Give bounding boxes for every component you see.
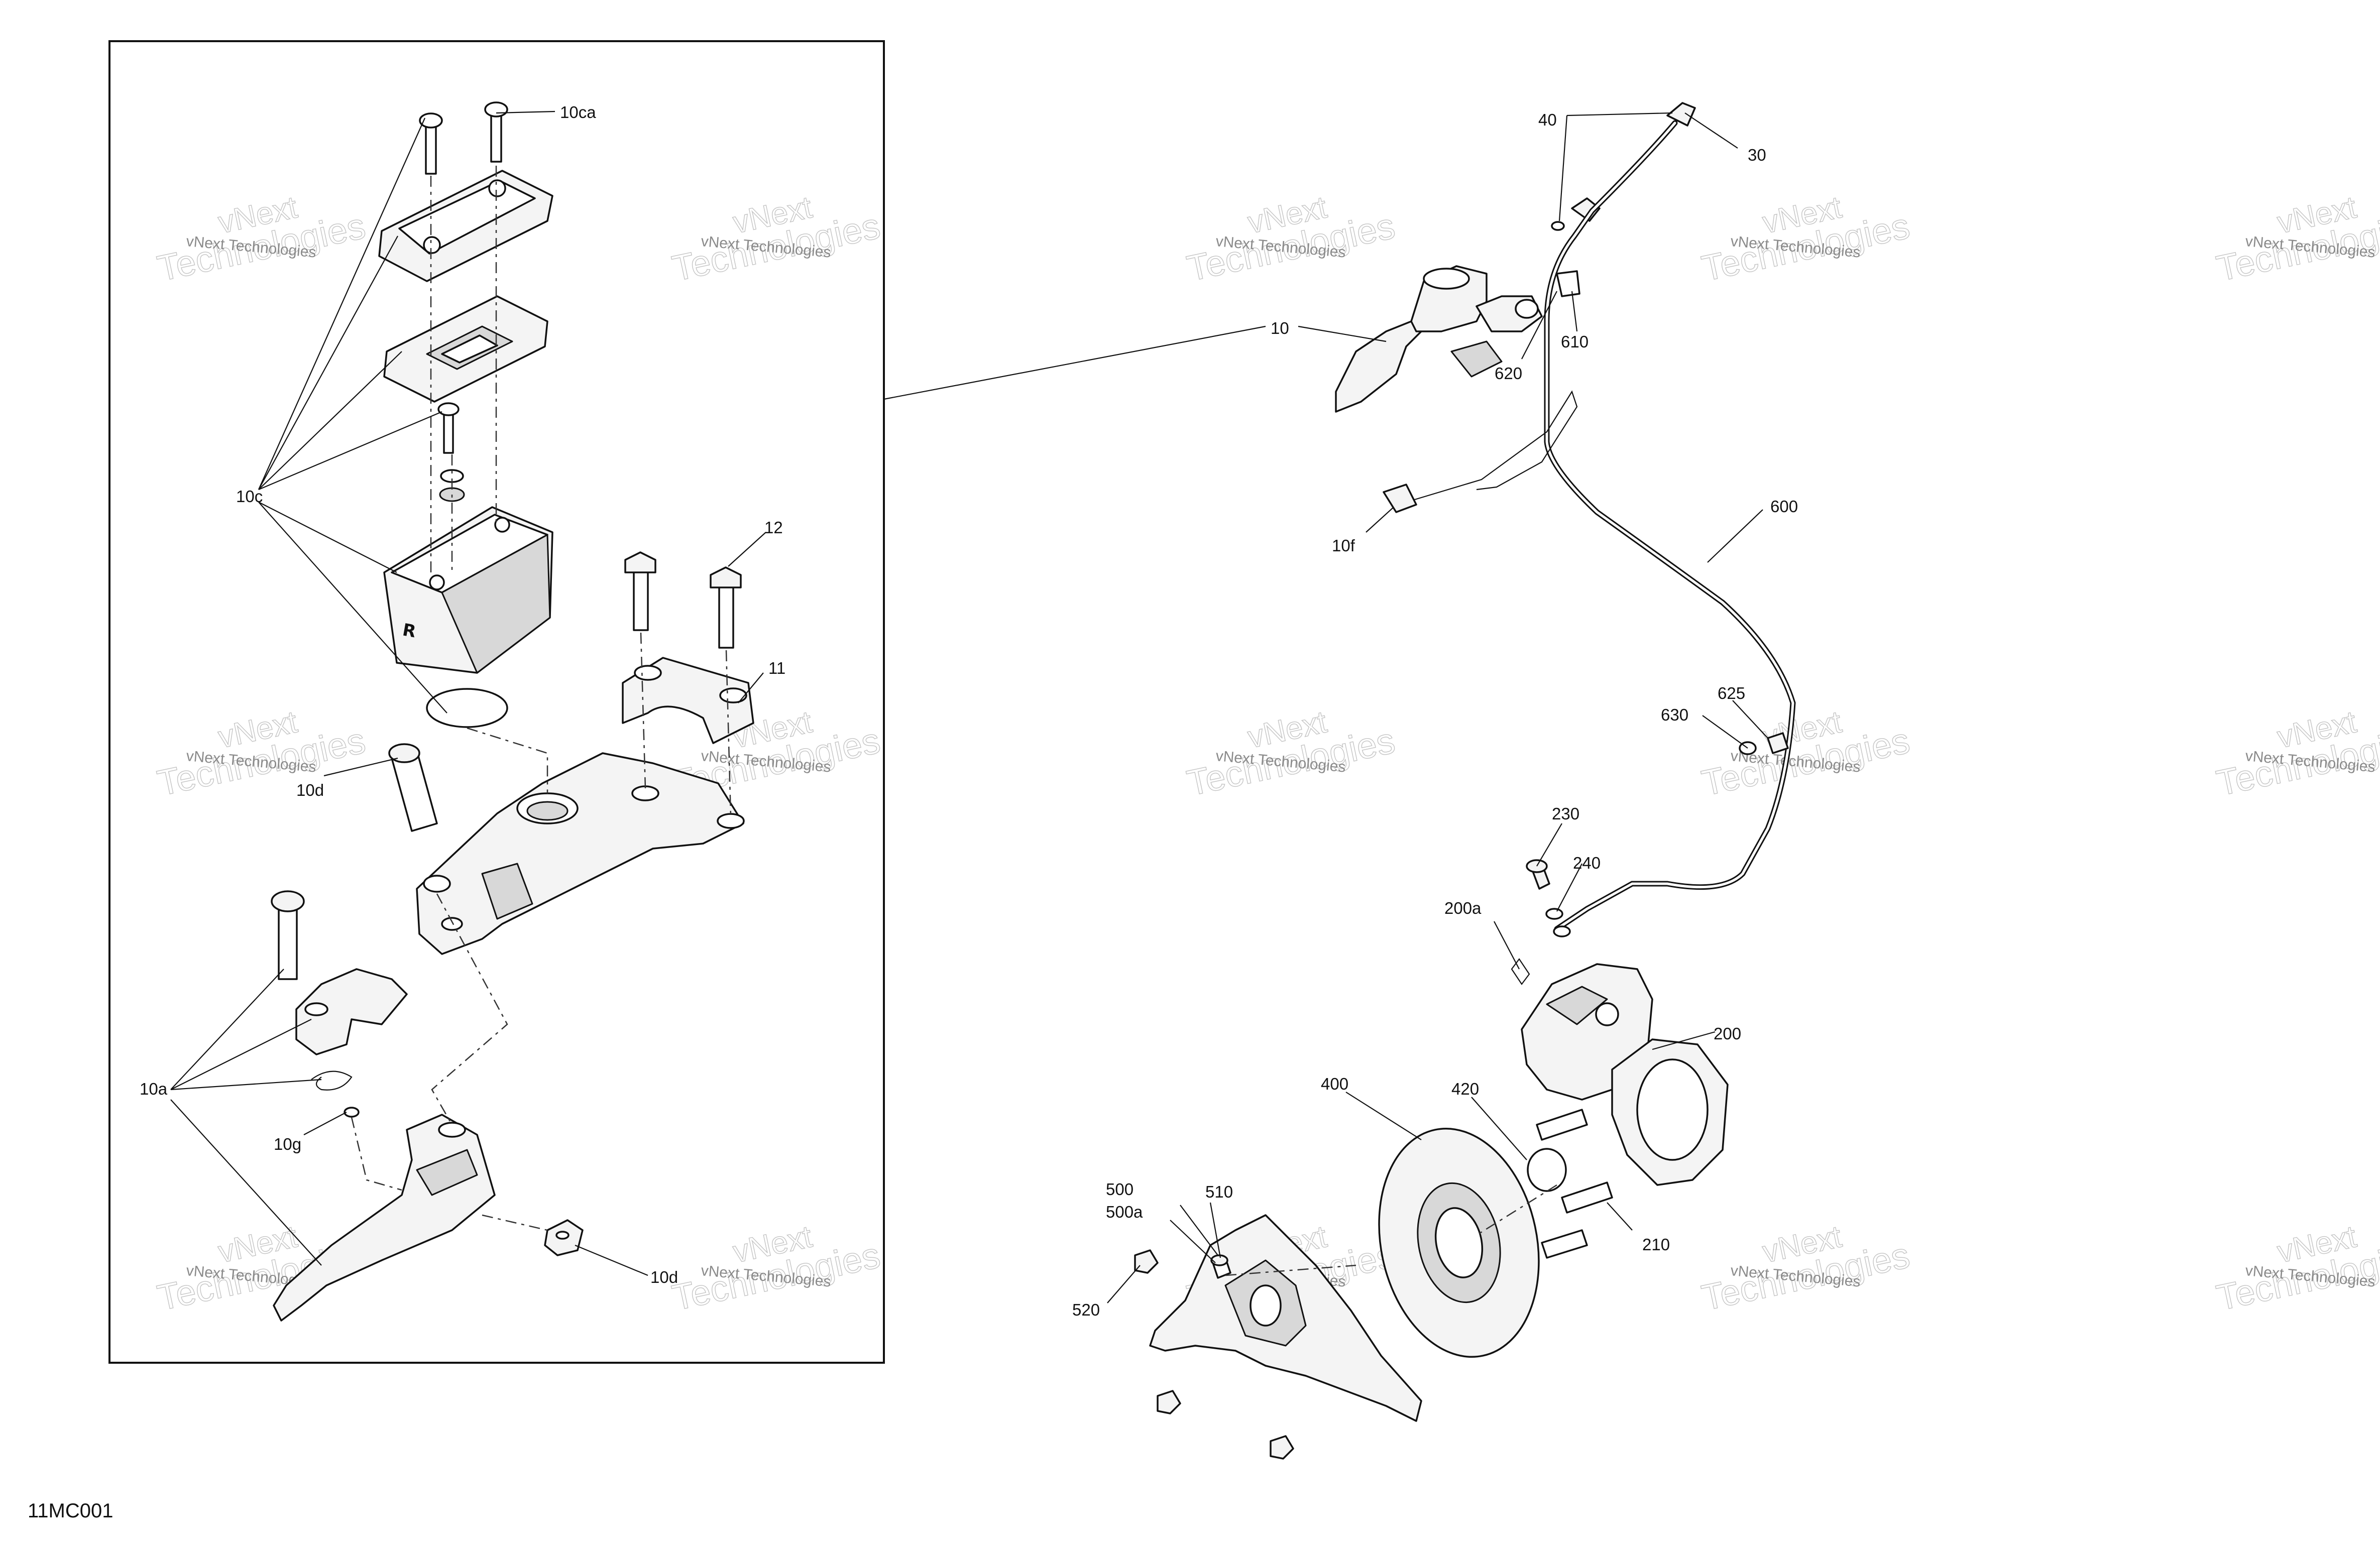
callout-420: 420 bbox=[1451, 1080, 1479, 1098]
part-brake-caliper bbox=[1521, 963, 1729, 1186]
callout-40: 40 bbox=[1538, 110, 1557, 129]
callout-625: 625 bbox=[1718, 684, 1745, 702]
watermark: vNext Technologies vNext Technologies bbox=[1183, 190, 1399, 290]
watermark: vNext Technologies vNext Technologies bbox=[668, 1219, 884, 1319]
part-switch-wire bbox=[1383, 390, 1578, 513]
part-handlebar-clamp bbox=[622, 657, 754, 744]
callout-620: 620 bbox=[1495, 364, 1522, 383]
detail-frame-leader bbox=[883, 325, 1266, 400]
callout-230: 230 bbox=[1552, 804, 1579, 823]
callout-500a: 500a bbox=[1106, 1203, 1143, 1221]
callout-400: 400 bbox=[1321, 1075, 1348, 1093]
part-master-cylinder-assembly bbox=[1335, 265, 1543, 413]
right-leaders bbox=[1107, 112, 1768, 1303]
watermark: vNext Technologies vNext Technologies bbox=[2213, 704, 2380, 804]
watermark: vNext Technologies vNext Technologies bbox=[1698, 1219, 1913, 1319]
callout-11: 11 bbox=[768, 659, 785, 677]
callout-10a: 10a bbox=[140, 1080, 168, 1098]
part-guard-screw bbox=[1210, 1254, 1231, 1279]
watermark: vNext Technologies vNext Technologies bbox=[154, 190, 369, 290]
part-reservoir-cover bbox=[378, 170, 553, 282]
callout-labels: 10ca 10c 12 11 10d 10a 10g 10d 40 30 10 … bbox=[140, 103, 1798, 1319]
detail-frame bbox=[108, 40, 885, 1364]
part-brake-hose bbox=[1544, 120, 1796, 932]
callout-10d-pivot: 10d bbox=[296, 781, 324, 799]
part-reservoir-screw bbox=[437, 402, 465, 502]
callout-200a: 200a bbox=[1444, 899, 1482, 917]
alignment-lines-right bbox=[1225, 1184, 1557, 1276]
callout-520: 520 bbox=[1072, 1300, 1100, 1319]
callout-30: 30 bbox=[1748, 146, 1766, 164]
diagram-code: 11MC001 bbox=[28, 1500, 113, 1522]
callout-210: 210 bbox=[1642, 1235, 1670, 1254]
part-pad-pin-clip bbox=[1511, 958, 1530, 985]
detail-leaders bbox=[170, 110, 766, 1276]
watermark: vNext Technologies vNext Technologies bbox=[2213, 1219, 2380, 1319]
callout-10: 10 bbox=[1271, 319, 1289, 337]
watermark: vNext Technologies vNext Technologies bbox=[1698, 190, 1913, 290]
callout-10c: 10c bbox=[236, 487, 263, 506]
watermark: vNext Technologies vNext Technologies bbox=[668, 190, 884, 290]
part-clamp-bolts bbox=[624, 551, 742, 649]
callout-10ca: 10ca bbox=[560, 103, 596, 122]
part-disc-o-ring bbox=[1527, 1148, 1567, 1192]
alignment-lines bbox=[351, 166, 732, 1231]
part-cover-screws bbox=[419, 101, 508, 175]
part-pivot-bolt bbox=[388, 743, 438, 832]
part-brake-disc bbox=[1378, 1127, 1540, 1358]
callout-240: 240 bbox=[1573, 854, 1601, 872]
callout-510: 510 bbox=[1205, 1182, 1233, 1201]
part-diaphragm bbox=[383, 295, 548, 403]
part-reservoir-o-ring bbox=[426, 688, 508, 728]
part-caliper-bolts bbox=[1536, 1109, 1613, 1259]
watermark: vNext Technologies vNext Technologies bbox=[1698, 704, 1913, 804]
callout-600: 600 bbox=[1770, 497, 1798, 516]
callout-10d-nut: 10d bbox=[650, 1268, 678, 1286]
part-lever-hardware bbox=[271, 890, 408, 1091]
part-banjo-fittings bbox=[1551, 102, 1696, 297]
watermark: vNext Technologies vNext Technologies bbox=[2213, 190, 2380, 290]
callout-200: 200 bbox=[1714, 1024, 1741, 1043]
part-lever-pin bbox=[344, 1107, 360, 1118]
callout-630: 630 bbox=[1661, 705, 1688, 724]
watermark: vNext Technologies vNext Technologies bbox=[1183, 704, 1399, 804]
callout-10g: 10g bbox=[274, 1135, 301, 1153]
part-brake-lever bbox=[273, 1114, 496, 1322]
callout-10f: 10f bbox=[1332, 536, 1355, 555]
callout-500: 500 bbox=[1106, 1180, 1134, 1199]
callout-610: 610 bbox=[1561, 332, 1589, 351]
part-lever-nut bbox=[544, 1219, 584, 1256]
part-reservoir: R bbox=[383, 506, 553, 674]
part-master-cylinder-body bbox=[416, 752, 745, 955]
part-guard-nuts bbox=[1134, 1249, 1294, 1460]
watermark: vNext Technologies vNext Technologies bbox=[154, 704, 369, 804]
callout-12: 12 bbox=[764, 518, 783, 537]
